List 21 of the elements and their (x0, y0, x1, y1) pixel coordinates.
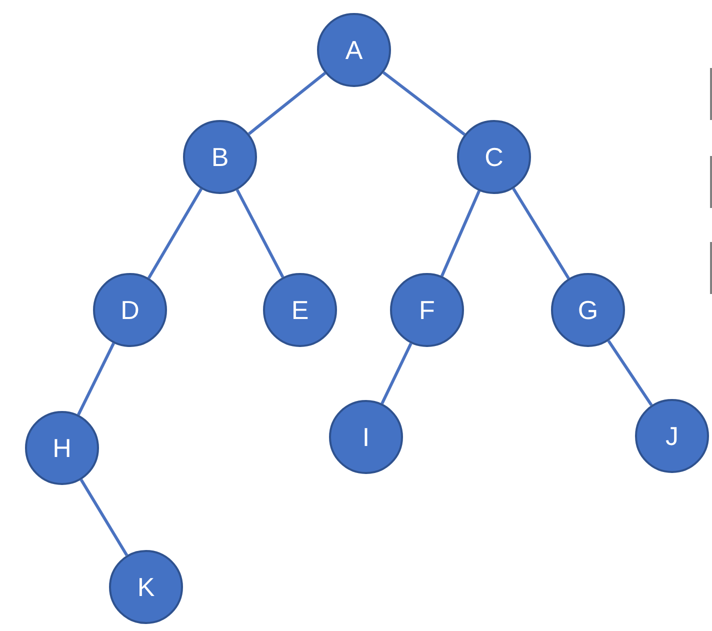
connector-line (380, 342, 412, 404)
connector-line (147, 188, 203, 279)
node-label: A (345, 37, 363, 63)
node-label: J (666, 423, 678, 449)
node-label: B (211, 144, 229, 170)
connector-line (512, 188, 570, 280)
connector-line (236, 189, 284, 278)
connector-line (80, 478, 128, 556)
node-label: K (137, 574, 155, 600)
connector-line (248, 72, 326, 136)
connector-line (77, 342, 115, 416)
node-label: G (578, 297, 598, 323)
node-label: F (419, 297, 435, 323)
node-label: I (362, 424, 370, 450)
node-label: E (291, 297, 309, 323)
connector-line (607, 340, 653, 406)
connector-line (440, 190, 481, 277)
node-label: D (120, 297, 140, 323)
connector-line (382, 71, 466, 136)
node-label: C (484, 144, 504, 170)
node-label: H (52, 435, 72, 461)
